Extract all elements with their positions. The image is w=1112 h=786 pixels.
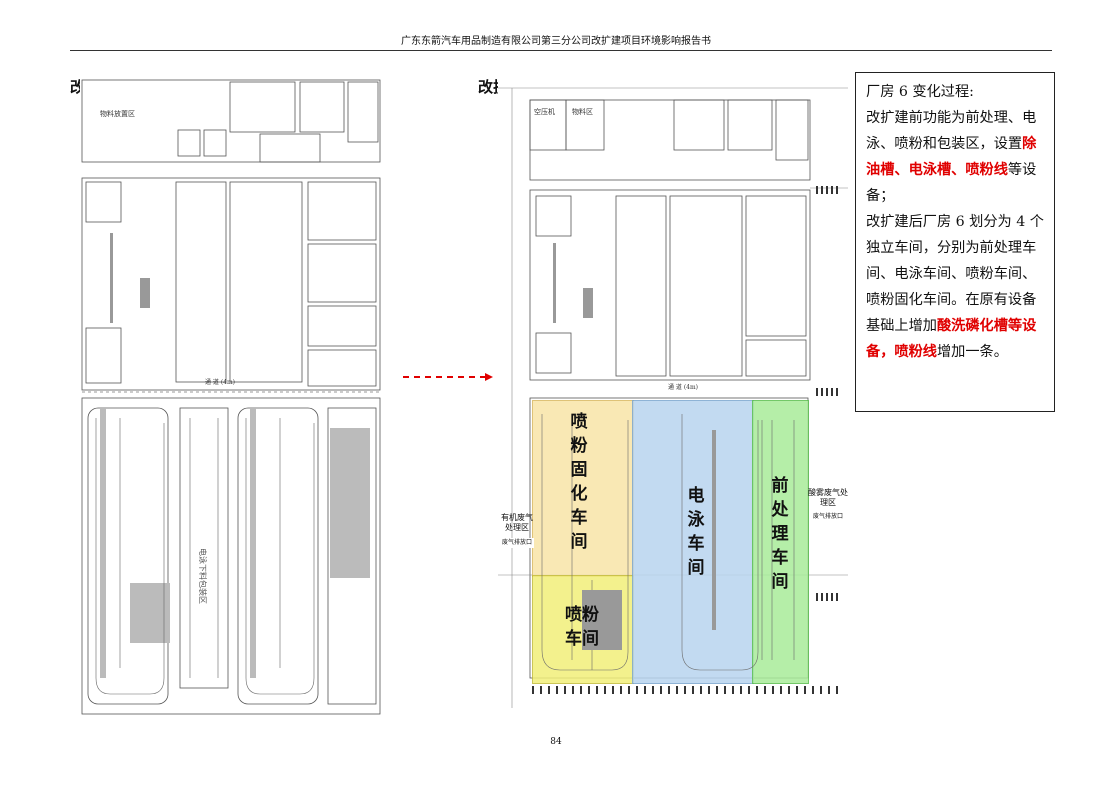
callout-heading: 厂房 6 变化过程: <box>866 84 974 100</box>
before-plan-drawing: 物料放置区 电泳下料包装区 通 道 (4m) <box>81 79 381 715</box>
before-floor-plan: 物料放置区 电泳下料包装区 通 道 (4m) <box>80 78 385 718</box>
ecoat-pack-area-label: 电泳下料包装区 <box>198 548 208 604</box>
pretreat-zone <box>752 400 809 684</box>
after-equipment-lines <box>541 414 795 671</box>
material-zone-label: 物料放置区 <box>100 109 135 118</box>
curing-zone-label: 喷粉固 化车间 <box>570 412 588 552</box>
transition-arrow <box>403 373 493 381</box>
callout-paragraph-before: 改扩建前功能为前处理、电泳、喷粉和包装区，设置除油槽、电泳槽、喷粉线等设备； <box>866 110 1037 204</box>
bottom-tick-row <box>532 686 838 694</box>
exhaust-right-label: 废气排放口 <box>812 513 843 520</box>
header-rule <box>70 50 1052 51</box>
ecoat-zone <box>632 400 754 684</box>
callout-paragraph-after: 改扩建后厂房 6 划分为 4 个独立车间，分别为前处理车间、电泳车间、喷粉车间、… <box>866 214 1044 360</box>
after-plan-drawing: 空压机 物料区 通 道 (4m) <box>498 87 848 708</box>
ecoat-zone-label: 电泳车间 <box>687 486 705 578</box>
material-zone2-label: 物料区 <box>572 107 593 116</box>
pretreat-zone-label: 前处理 车间 <box>771 476 789 592</box>
page-header: 广东东箭汽车用品制造有限公司第三分公司改扩建项目环境影响报告书 <box>401 36 711 47</box>
svg-text:通 道 (4m): 通 道 (4m) <box>205 378 235 386</box>
organic-gas-label: 有机废气处理区 <box>501 513 533 532</box>
exhaust-left-label: 废气排放口 <box>500 538 534 548</box>
curing-zone <box>532 400 634 577</box>
svg-text:通 道 (4m): 通 道 (4m) <box>668 383 698 391</box>
change-description-box: 厂房 6 变化过程: 改扩建前功能为前处理、电泳、喷粉和包装区，设置除油槽、电泳… <box>855 72 1055 412</box>
compressor-label: 空压机 <box>534 107 555 116</box>
page-number: 84 <box>550 737 562 747</box>
acid-gas-label: 酸雾废气处理区 <box>808 488 848 507</box>
powder-zone-label: 喷粉车间 <box>565 605 599 649</box>
